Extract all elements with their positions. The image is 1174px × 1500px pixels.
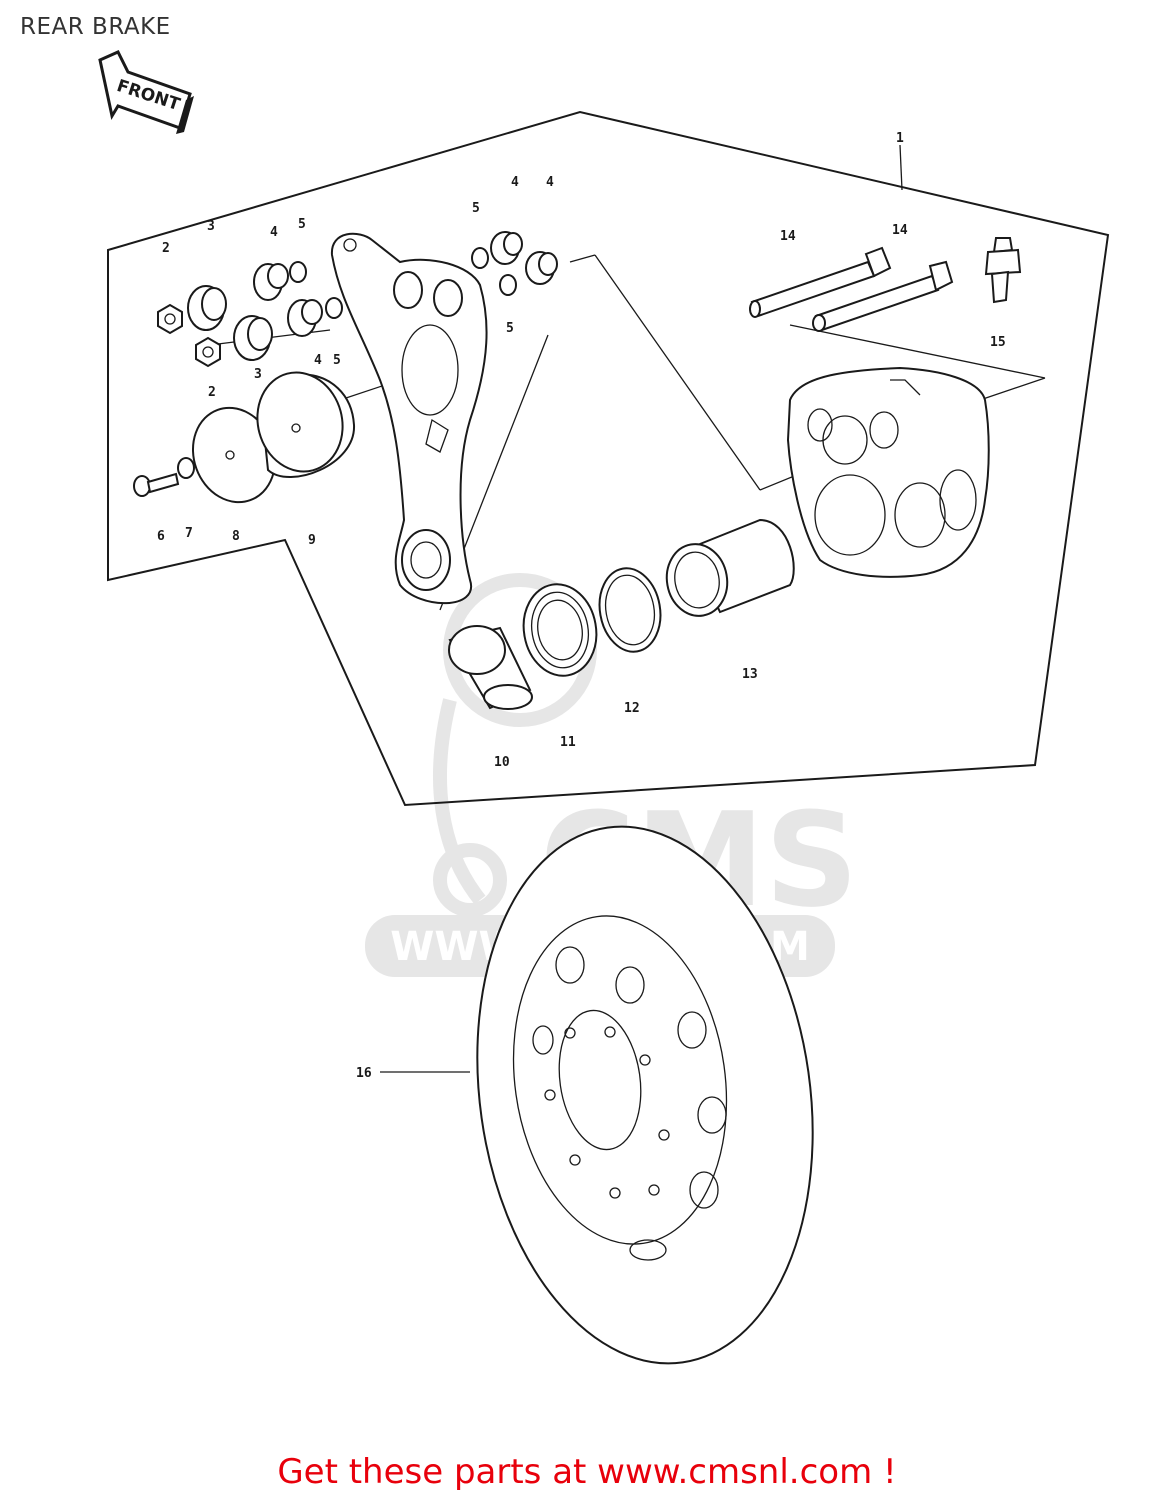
part-washer	[177, 457, 195, 479]
part-collar	[233, 315, 273, 361]
callout-label: 4	[511, 175, 519, 190]
part-brake-disc	[476, 825, 814, 1365]
part-collar	[187, 285, 227, 331]
callout-label: 13	[742, 667, 758, 682]
callout-label: 3	[254, 367, 262, 382]
part-bushing	[253, 263, 289, 301]
callout-label: 12	[624, 701, 640, 716]
callout-label: 5	[298, 217, 306, 232]
part-piston	[665, 518, 795, 617]
callout-label: 2	[208, 385, 216, 400]
callout-label: 11	[560, 735, 576, 750]
part-bleed-valve	[984, 237, 1022, 304]
part-piston-cup	[448, 625, 533, 710]
callout-label: 5	[333, 353, 341, 368]
callout-label: 15	[990, 335, 1006, 350]
part-caliper-bracket	[330, 232, 488, 605]
callout-label: 4	[546, 175, 554, 190]
callout-label: 1	[896, 131, 904, 146]
part-caliper-bolt	[749, 246, 892, 318]
callout-label: 16	[356, 1066, 372, 1081]
disc-vent-holes	[532, 946, 727, 1261]
caliper-assembly-outline	[107, 110, 1110, 807]
part-dust-seal	[522, 583, 598, 677]
callout-label: 7	[185, 526, 193, 541]
part-bushing	[287, 299, 323, 337]
callout-labels: 1 2 2 3 3 4 4 4 4 5 5 5 5 6 7 8 9 10 11 …	[157, 131, 1006, 1081]
callout-label: 14	[780, 229, 796, 244]
callout-label: 10	[494, 755, 510, 770]
exploded-parts-diagram: CMS WWW.CMSNL.COM FRONT	[98, 50, 1110, 1365]
part-o-ring	[289, 247, 517, 319]
front-arrow: FRONT	[98, 50, 194, 134]
part-caliper-body	[786, 366, 990, 578]
disc-bolt-holes	[544, 1026, 670, 1199]
callout-label: 8	[232, 529, 240, 544]
callout-label: 9	[308, 533, 316, 548]
part-bushing	[490, 231, 523, 265]
callout-label: 4	[314, 353, 322, 368]
part-nut	[195, 336, 221, 368]
callout-label: 5	[506, 321, 514, 336]
part-caliper-bolt	[812, 260, 954, 332]
callout-label: 3	[207, 219, 215, 234]
part-cap	[256, 371, 356, 479]
footer-parts-link[interactable]: Get these parts at www.cmsnl.com !	[277, 1452, 897, 1492]
part-nut	[157, 303, 183, 335]
page-title: REAR BRAKE	[20, 14, 171, 40]
callout-label: 4	[270, 225, 278, 240]
callout-label: 5	[472, 201, 480, 216]
callout-label: 14	[892, 223, 908, 238]
callout-label: 6	[157, 529, 165, 544]
part-bolt	[133, 472, 180, 497]
callout-label: 2	[162, 241, 170, 256]
part-bushing	[525, 251, 558, 285]
part-piston-seal	[598, 567, 662, 653]
